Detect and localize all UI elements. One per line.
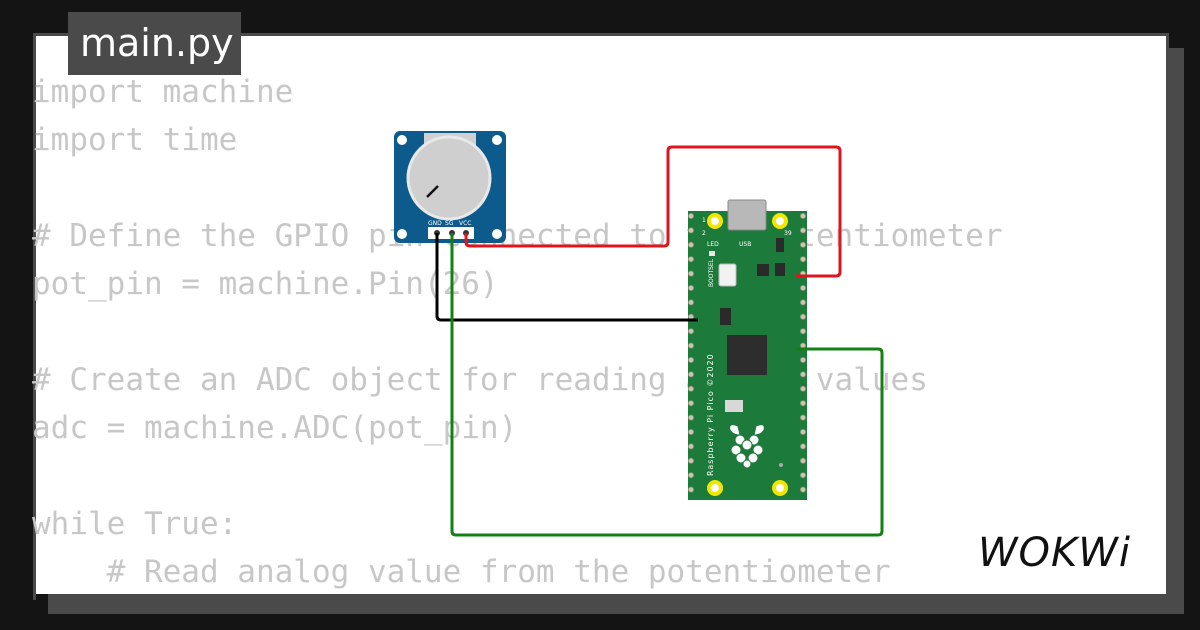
code-line: adc = machine.ADC(pot_pin) xyxy=(32,410,518,446)
usb-connector xyxy=(727,199,767,231)
code-line: import machine xyxy=(32,74,294,110)
gpio-pin[interactable] xyxy=(800,241,807,248)
gpio-pin[interactable] xyxy=(688,443,695,450)
board-silkscreen: Raspberry Pi Pico ©2020 xyxy=(706,353,715,476)
gpio-pin[interactable] xyxy=(688,400,695,407)
mounting-hole-center xyxy=(776,217,784,225)
code-line: while True: xyxy=(32,506,238,542)
power-wire[interactable] xyxy=(464,145,842,278)
pico-board[interactable]: USB LED 1 2 39 BOOTSEL Raspberry Pi Pico… xyxy=(688,199,807,500)
pin-number-2: 2 xyxy=(702,230,706,237)
mounting-hole-center xyxy=(711,484,719,492)
pin-label-vcc: VCC xyxy=(459,220,471,227)
gpio-pin[interactable] xyxy=(800,400,807,407)
gpio-pin[interactable] xyxy=(688,284,695,291)
gpio-pin[interactable] xyxy=(800,328,807,335)
frame-edge xyxy=(36,594,48,630)
led-label: LED xyxy=(707,241,719,248)
gpio-pin[interactable] xyxy=(800,256,807,263)
mounting-hole-center xyxy=(776,484,784,492)
gpio-pin[interactable] xyxy=(688,414,695,421)
chip xyxy=(720,308,731,325)
gpio-pin[interactable] xyxy=(800,212,807,219)
gpio-pin[interactable] xyxy=(688,212,695,219)
code-line: # Read analog value from the potentiomet… xyxy=(32,554,891,590)
ground-wire[interactable] xyxy=(435,233,698,322)
mounting-hole xyxy=(492,135,502,145)
usb-label: USB xyxy=(739,241,751,248)
led xyxy=(709,251,715,256)
mounting-hole xyxy=(397,135,407,145)
chip xyxy=(776,238,784,252)
gpio-pin[interactable] xyxy=(688,457,695,464)
gpio-pin[interactable] xyxy=(800,486,807,493)
gpio-pin[interactable] xyxy=(800,313,807,320)
card-shadow-bottom xyxy=(48,594,1184,614)
gpio-pin[interactable] xyxy=(800,385,807,392)
gpio-pin[interactable] xyxy=(688,241,695,248)
gpio-pin[interactable] xyxy=(688,371,695,378)
potentiometer-knob[interactable] xyxy=(406,135,492,221)
gpio-pin[interactable] xyxy=(800,457,807,464)
mounting-hole xyxy=(397,229,407,239)
gpio-pin[interactable] xyxy=(688,299,695,306)
gpio-pin[interactable] xyxy=(688,328,695,335)
gpio-pin[interactable] xyxy=(688,356,695,363)
gpio-pin[interactable] xyxy=(800,371,807,378)
gpio-pin[interactable] xyxy=(800,342,807,349)
rp2040-chip xyxy=(727,335,767,375)
gpio-pin[interactable] xyxy=(800,227,807,234)
gpio-pin[interactable] xyxy=(688,227,695,234)
knob-indicator xyxy=(426,185,439,198)
chip xyxy=(775,263,785,276)
pin-number-39: 39 xyxy=(784,230,792,237)
mounting-hole-center xyxy=(711,217,719,225)
frame-bottom xyxy=(48,614,1200,630)
gpio-pin[interactable] xyxy=(688,428,695,435)
wokwi-logo-text: WOKWi xyxy=(978,530,1131,576)
test-point xyxy=(779,463,783,467)
gpio-pin[interactable] xyxy=(688,342,695,349)
gpio-pin[interactable] xyxy=(688,472,695,479)
wokwi-logo: WOKWi xyxy=(978,530,1131,576)
pin-number-1: 1 xyxy=(702,217,706,224)
mounting-hole xyxy=(492,229,502,239)
code-card xyxy=(33,33,1169,600)
gpio-pin[interactable] xyxy=(688,385,695,392)
gpio-pin[interactable] xyxy=(688,256,695,263)
gpio-pin[interactable] xyxy=(688,270,695,277)
gpio-pin[interactable] xyxy=(800,299,807,306)
chip xyxy=(757,264,769,276)
gpio-pin[interactable] xyxy=(800,284,807,291)
gpio-pin[interactable] xyxy=(800,356,807,363)
bootsel-label: BOOTSEL xyxy=(708,258,715,287)
gpio-pin[interactable] xyxy=(800,443,807,450)
gpio-pin[interactable] xyxy=(800,428,807,435)
bootsel-button[interactable] xyxy=(718,263,737,287)
file-tab[interactable]: main.py xyxy=(68,12,241,75)
raspberry-logo-icon xyxy=(729,424,765,469)
code-line: import time xyxy=(32,122,238,158)
pin-label-gnd: GND xyxy=(428,220,442,227)
potentiometer[interactable]: GND SG VCC xyxy=(394,131,506,243)
gpio-pin[interactable] xyxy=(688,486,695,493)
flash-chip xyxy=(725,400,743,412)
gpio-pin[interactable] xyxy=(800,472,807,479)
pin-label-sg: SG xyxy=(445,220,454,227)
signal-wire[interactable] xyxy=(450,233,884,537)
gpio-pin[interactable] xyxy=(800,414,807,421)
